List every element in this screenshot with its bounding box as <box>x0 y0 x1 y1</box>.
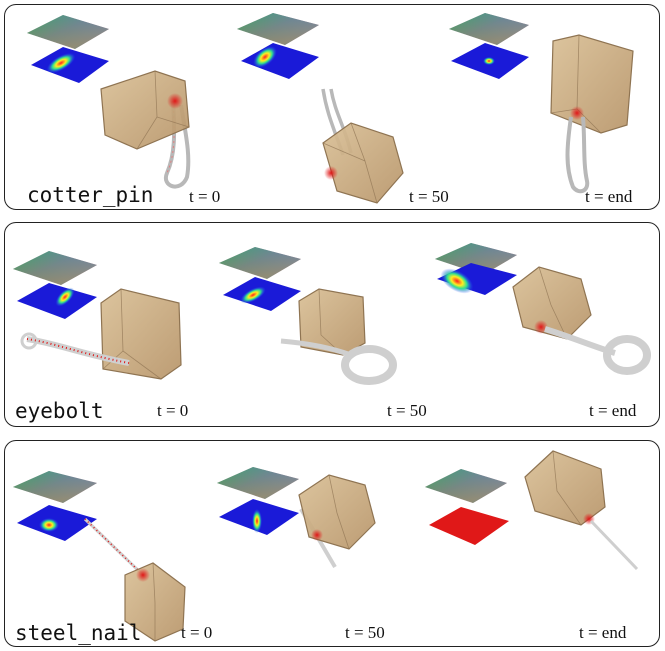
heatmap-pair <box>435 243 517 295</box>
time-label: t = end <box>579 623 627 642</box>
heatmap-pair <box>217 467 299 535</box>
heatmap-pair <box>237 13 319 79</box>
time-label: t = end <box>585 187 633 206</box>
box-object <box>298 474 376 550</box>
pin-object <box>163 100 191 189</box>
heatmap-pair <box>13 471 97 541</box>
heatmap-pair <box>27 15 109 83</box>
time-label: t = 0 <box>189 187 221 206</box>
box-object <box>100 288 182 380</box>
scene-cotter-pin <box>27 13 634 204</box>
heatmap-pair <box>13 251 97 319</box>
heatmap-pair <box>449 13 529 79</box>
bolt-object <box>280 338 397 385</box>
panel-eyebolt: eyebolt t = 0 t = 50 t = end <box>4 222 660 427</box>
box-object <box>124 562 186 642</box>
nail-object <box>589 519 639 571</box>
scene-steel-nail <box>13 450 639 642</box>
box-object <box>512 266 592 340</box>
panel-steel-nail: steel_nail t = 0 t = 50 t = end <box>4 440 660 647</box>
object-name: steel_nail <box>15 621 142 645</box>
scene-eyebolt <box>13 243 651 385</box>
time-label: t = 0 <box>181 623 213 642</box>
panel-cotter-pin: cotter_pin t = 0 t = 50 t = end <box>4 4 660 210</box>
pin-object <box>565 116 590 194</box>
heatmap-pair <box>219 247 301 311</box>
time-label: t = 50 <box>345 623 385 642</box>
box-object <box>524 450 606 526</box>
box-object <box>550 34 634 134</box>
time-label: t = 50 <box>387 401 427 420</box>
bolt-object <box>544 326 651 375</box>
box-object <box>322 122 404 204</box>
nail-object <box>83 517 145 577</box>
box-object <box>100 70 190 150</box>
time-label: t = 50 <box>409 187 449 206</box>
object-name: cotter_pin <box>27 183 154 207</box>
bolt-object <box>20 332 130 366</box>
time-label: t = end <box>589 401 637 420</box>
time-label: t = 0 <box>157 401 189 420</box>
object-name: eyebolt <box>15 399 104 423</box>
heatmap-pair <box>425 469 509 545</box>
